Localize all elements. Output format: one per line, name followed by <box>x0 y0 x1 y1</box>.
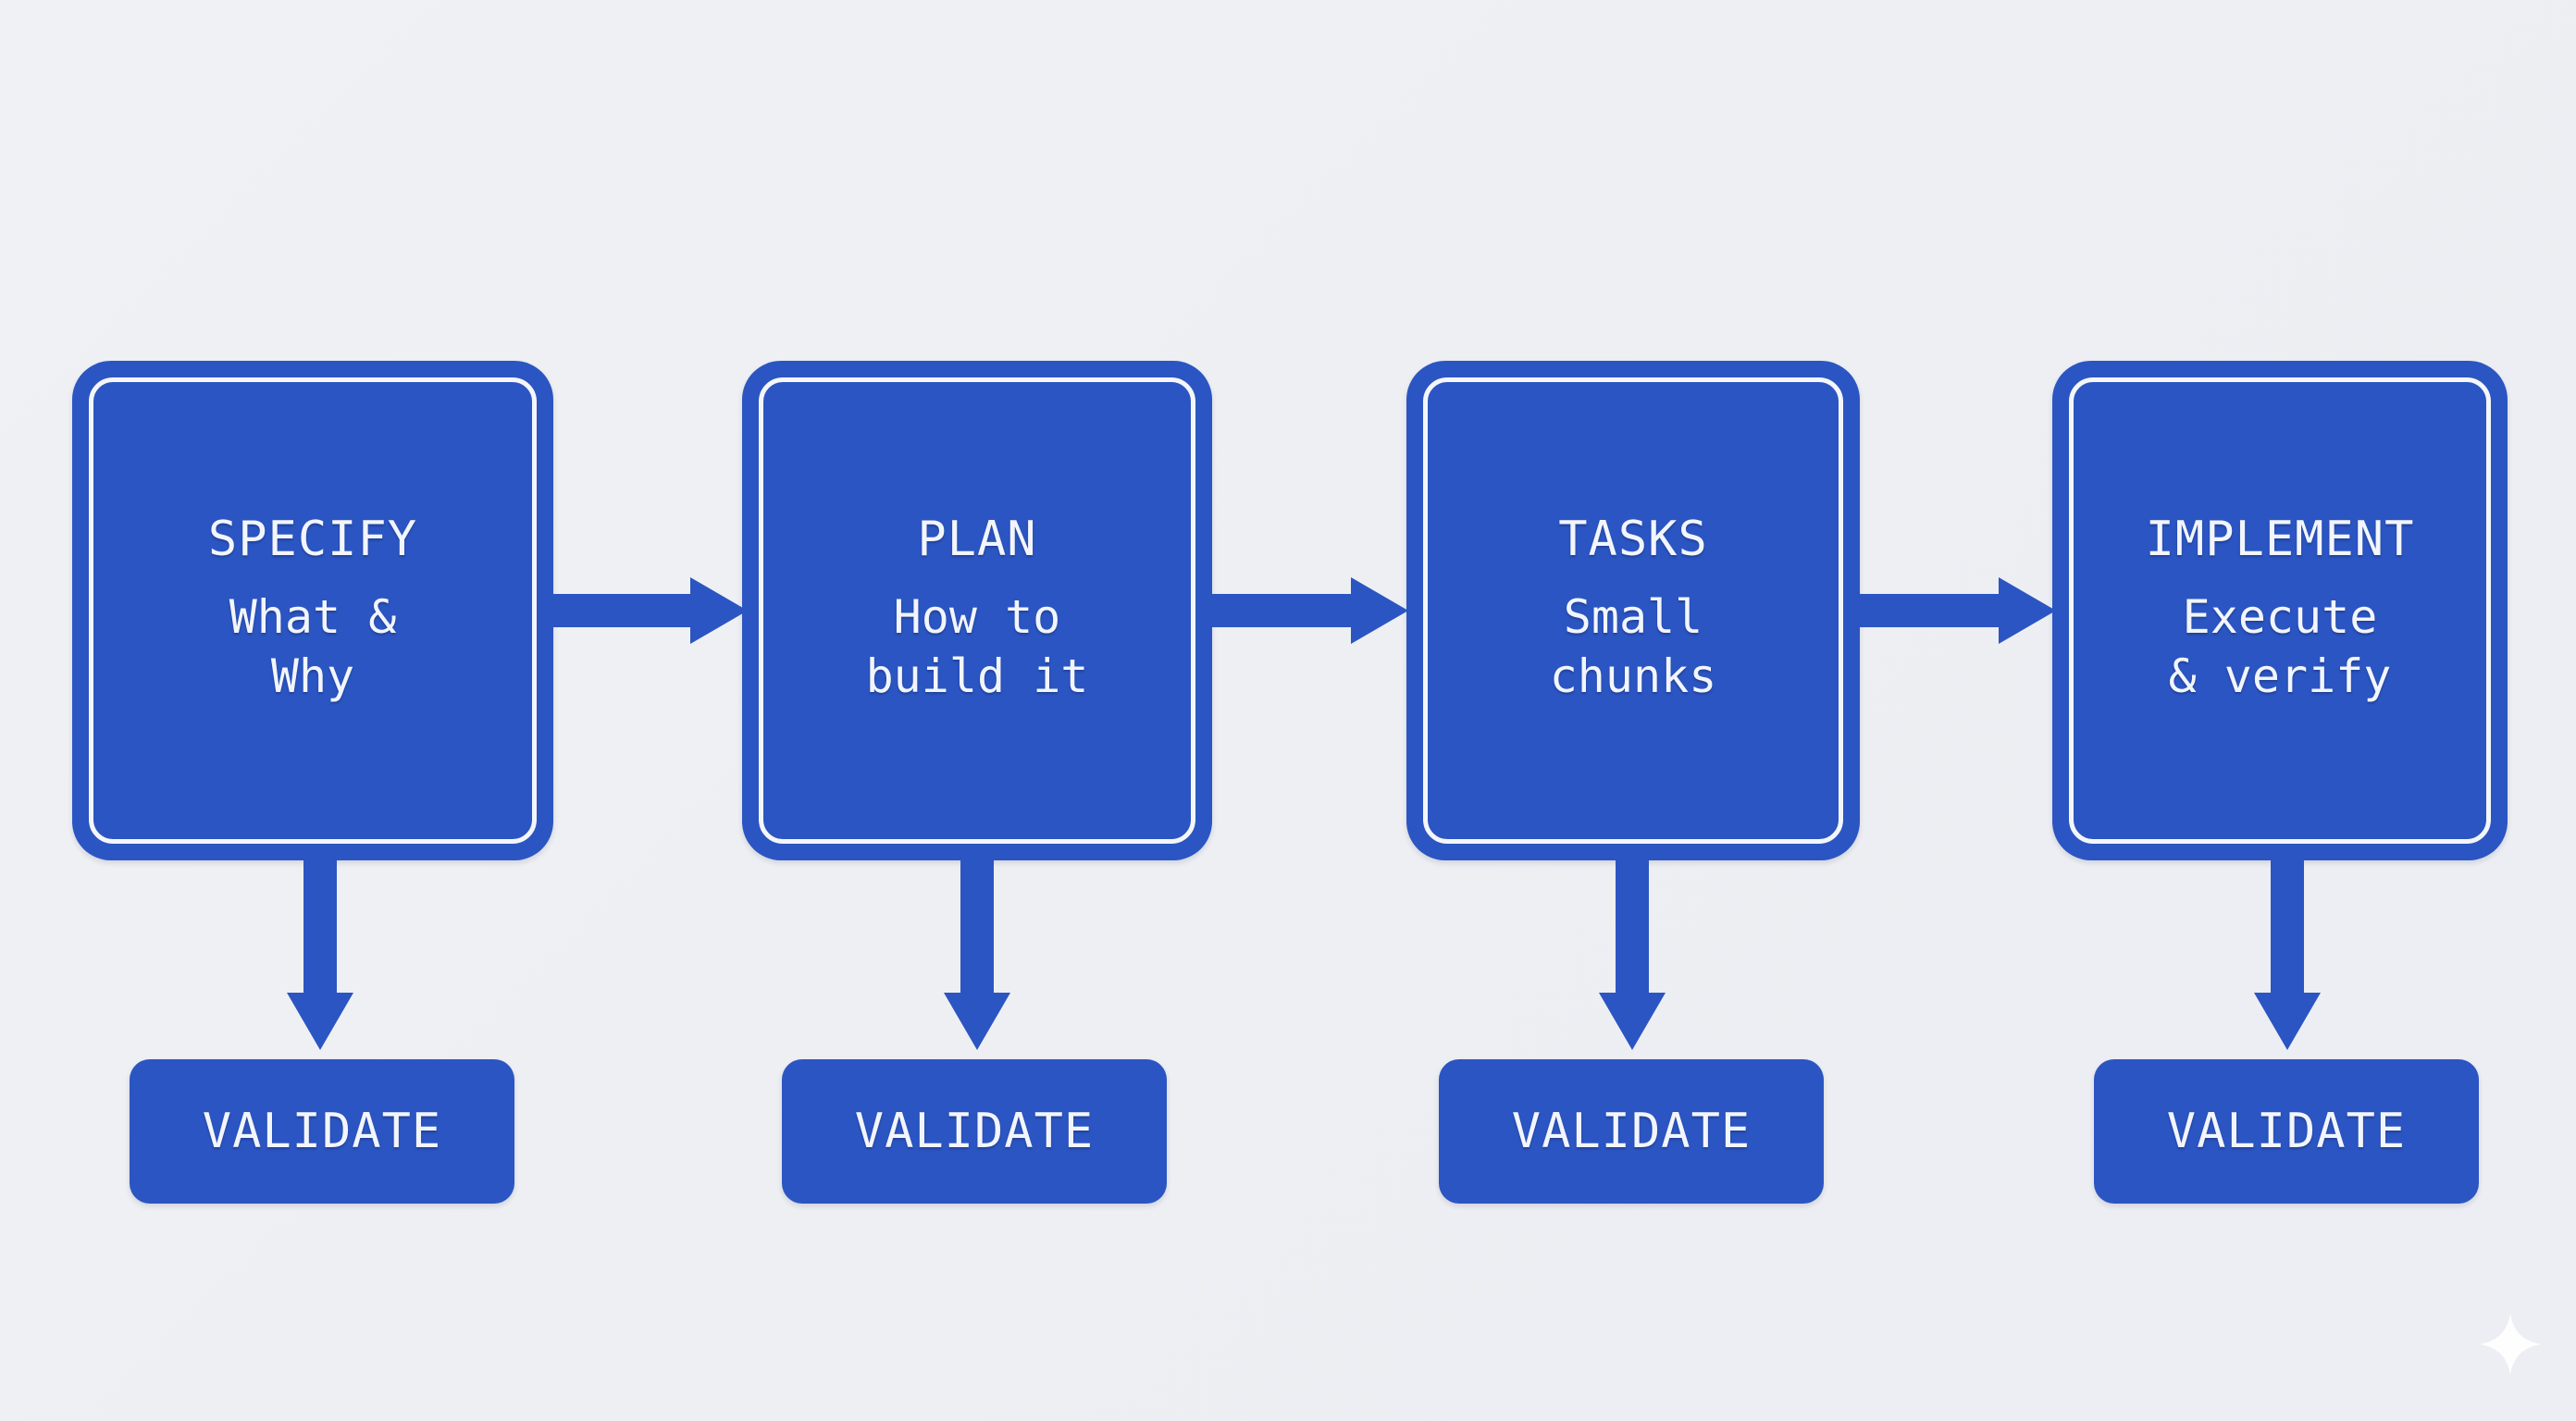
stage-title-implement: IMPLEMENT <box>2145 512 2415 567</box>
arrow-shaft <box>1616 851 1649 995</box>
validate-label: VALIDATE <box>1511 1104 1752 1159</box>
stage-inner-frame: TASKS Small chunks <box>1423 377 1843 844</box>
arrow-implement-to-validate <box>2254 851 2321 1050</box>
stage-title-plan: PLAN <box>917 512 1037 567</box>
validate-label: VALIDATE <box>854 1104 1095 1159</box>
arrow-shaft <box>1860 594 2000 627</box>
stage-box-tasks[interactable]: TASKS Small chunks <box>1406 361 1860 860</box>
arrow-head-down-icon <box>2254 993 2321 1050</box>
stage-subtitle-specify: What & Why <box>229 590 397 703</box>
arrow-head-down-icon <box>944 993 1010 1050</box>
arrow-tasks-to-implement <box>1860 577 2056 644</box>
arrow-shaft <box>1212 594 1353 627</box>
validate-label: VALIDATE <box>202 1104 442 1159</box>
arrow-head-right-icon <box>1999 577 2056 644</box>
arrow-shaft <box>553 594 692 627</box>
stage-box-implement[interactable]: IMPLEMENT Execute & verify <box>2052 361 2508 860</box>
arrow-plan-to-validate <box>944 851 1010 1050</box>
stage-subtitle-implement: Execute & verify <box>2168 590 2392 703</box>
stage-box-specify[interactable]: SPECIFY What & Why <box>72 361 553 860</box>
sparkle-icon <box>2479 1313 2542 1376</box>
arrow-tasks-to-validate <box>1599 851 1666 1050</box>
stage-inner-frame: SPECIFY What & Why <box>89 377 537 844</box>
validate-pill-implement[interactable]: VALIDATE <box>2094 1059 2479 1204</box>
arrow-shaft <box>960 851 994 995</box>
validate-label: VALIDATE <box>2166 1104 2407 1159</box>
arrow-shaft <box>303 851 337 995</box>
stage-title-specify: SPECIFY <box>207 512 418 567</box>
arrow-head-right-icon <box>1351 577 1408 644</box>
stage-box-plan[interactable]: PLAN How to build it <box>742 361 1212 860</box>
validate-pill-tasks[interactable]: VALIDATE <box>1439 1059 1824 1204</box>
arrow-head-right-icon <box>690 577 748 644</box>
validate-pill-specify[interactable]: VALIDATE <box>130 1059 514 1204</box>
stage-title-tasks: TASKS <box>1558 512 1708 567</box>
arrow-shaft <box>2271 851 2304 995</box>
stage-inner-frame: PLAN How to build it <box>759 377 1195 844</box>
stage-subtitle-plan: How to build it <box>865 590 1089 703</box>
arrow-plan-to-tasks <box>1212 577 1408 644</box>
arrow-head-down-icon <box>287 993 353 1050</box>
arrow-specify-to-validate <box>287 851 353 1050</box>
arrow-head-down-icon <box>1599 993 1666 1050</box>
stage-inner-frame: IMPLEMENT Execute & verify <box>2069 377 2491 844</box>
stage-subtitle-tasks: Small chunks <box>1549 590 1717 703</box>
validate-pill-plan[interactable]: VALIDATE <box>782 1059 1167 1204</box>
arrow-specify-to-plan <box>553 577 748 644</box>
